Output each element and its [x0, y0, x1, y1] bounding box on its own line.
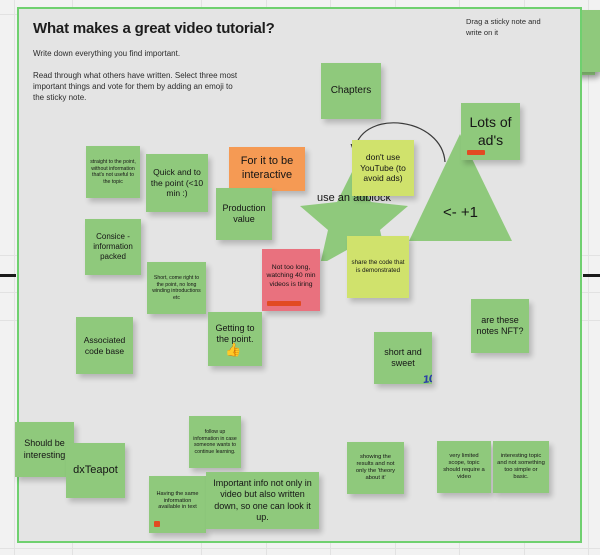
vote-marker[interactable] — [154, 521, 160, 527]
grid-line-vertical — [14, 0, 15, 555]
sticky-note[interactable]: Chapters — [321, 63, 381, 119]
sticky-note-text: straight to the point, without informati… — [90, 159, 136, 185]
sticky-note-text: Consice - information packed — [93, 232, 133, 261]
sticky-note-text: follow up information in case someone wa… — [193, 429, 237, 455]
sticky-note[interactable]: Short, come right to the point, no long … — [147, 262, 206, 314]
sticky-note[interactable]: Quick and to the point (<10 min :) — [146, 154, 208, 212]
sticky-note[interactable]: Production value — [216, 188, 272, 240]
hundred-points-emoji[interactable]: 100 — [422, 372, 432, 384]
sticky-note-text: short and sweet — [384, 346, 422, 368]
sticky-note-text: Getting to the point. — [215, 322, 255, 344]
ruler-tick-right — [583, 274, 600, 277]
sticky-note-text: Important info not only in video but als… — [213, 478, 312, 522]
sticky-note[interactable]: Having the same information available in… — [149, 476, 206, 533]
sticky-note[interactable]: follow up information in case someone wa… — [189, 416, 241, 468]
sticky-note[interactable]: Getting to the point. 👍 — [208, 312, 262, 366]
sticky-note[interactable]: For it to be interactive — [229, 147, 305, 191]
grid-line-vertical — [588, 0, 589, 555]
sticky-note-text: don't use YouTube (to avoid ads) — [360, 152, 406, 184]
ruler-tick-left — [0, 274, 16, 277]
sticky-note-text: share the code that is demonstrated — [351, 259, 405, 274]
sticky-note-text: Lots of ad's — [469, 114, 512, 148]
sticky-note[interactable]: dxTeapot — [66, 443, 125, 498]
sticky-note[interactable]: share the code that is demonstrated — [347, 236, 409, 298]
vote-marker[interactable] — [267, 301, 301, 306]
sticky-note[interactable]: Associated code base — [76, 317, 133, 374]
sticky-note-text: Production value — [222, 202, 266, 224]
thumbs-up-emoji[interactable]: 👍 — [225, 342, 242, 357]
instruction-primary: Write down everything you find important… — [33, 49, 181, 58]
sticky-note-text: dxTeapot — [73, 463, 118, 476]
sticky-note-text: showing the results and not only the 'th… — [355, 453, 396, 482]
sticky-note-text: very limited scope, topic should require… — [443, 452, 485, 481]
sticky-note-text: Associated code base — [83, 334, 126, 356]
sticky-note[interactable]: are these notes NFT? — [471, 299, 529, 353]
sticky-note-text: Should be interesting — [23, 438, 66, 460]
sticky-note[interactable]: interesting topic and not something too … — [493, 441, 549, 493]
sticky-note[interactable]: showing the results and not only the 'th… — [347, 442, 404, 494]
page-title: What makes a great video tutorial? — [33, 20, 275, 37]
vote-marker[interactable] — [467, 150, 485, 155]
sticky-note[interactable]: Lots of ad's — [461, 103, 520, 160]
sticky-note[interactable]: very limited scope, topic should require… — [437, 441, 491, 493]
sticky-note-text: Quick and to the point (<10 min :) — [150, 167, 204, 199]
vote-triangle-shape[interactable] — [408, 133, 513, 243]
sticky-note[interactable]: straight to the point, without informati… — [86, 146, 140, 198]
sticky-note-text: Having the same information available in… — [156, 490, 199, 511]
sticky-note-text: Short, come right to the point, no long … — [152, 275, 201, 301]
sticky-note[interactable]: short and sweet 100 — [374, 332, 432, 384]
sticky-note-text: interesting topic and not something too … — [497, 452, 545, 481]
sticky-note[interactable]: Should be interesting — [15, 422, 74, 477]
grid-line-horizontal — [0, 548, 600, 549]
sticky-note[interactable]: Consice - information packed — [85, 219, 141, 275]
drag-sticky-hint: Drag a sticky note and write on it — [466, 17, 541, 37]
instruction-secondary: Read through what others have written. S… — [33, 71, 238, 102]
sticky-note-text: For it to be interactive — [240, 155, 294, 181]
sticky-note[interactable]: Not too long, watching 40 min videos is … — [262, 249, 320, 311]
sticky-note-text: Chapters — [330, 84, 372, 96]
sticky-note[interactable]: Important info not only in video but als… — [206, 472, 319, 529]
sticky-note-text: Not too long, watching 40 min videos is … — [266, 263, 316, 288]
sticky-note-text: are these notes NFT? — [476, 314, 524, 336]
sticky-note[interactable]: don't use YouTube (to avoid ads) — [352, 140, 414, 196]
